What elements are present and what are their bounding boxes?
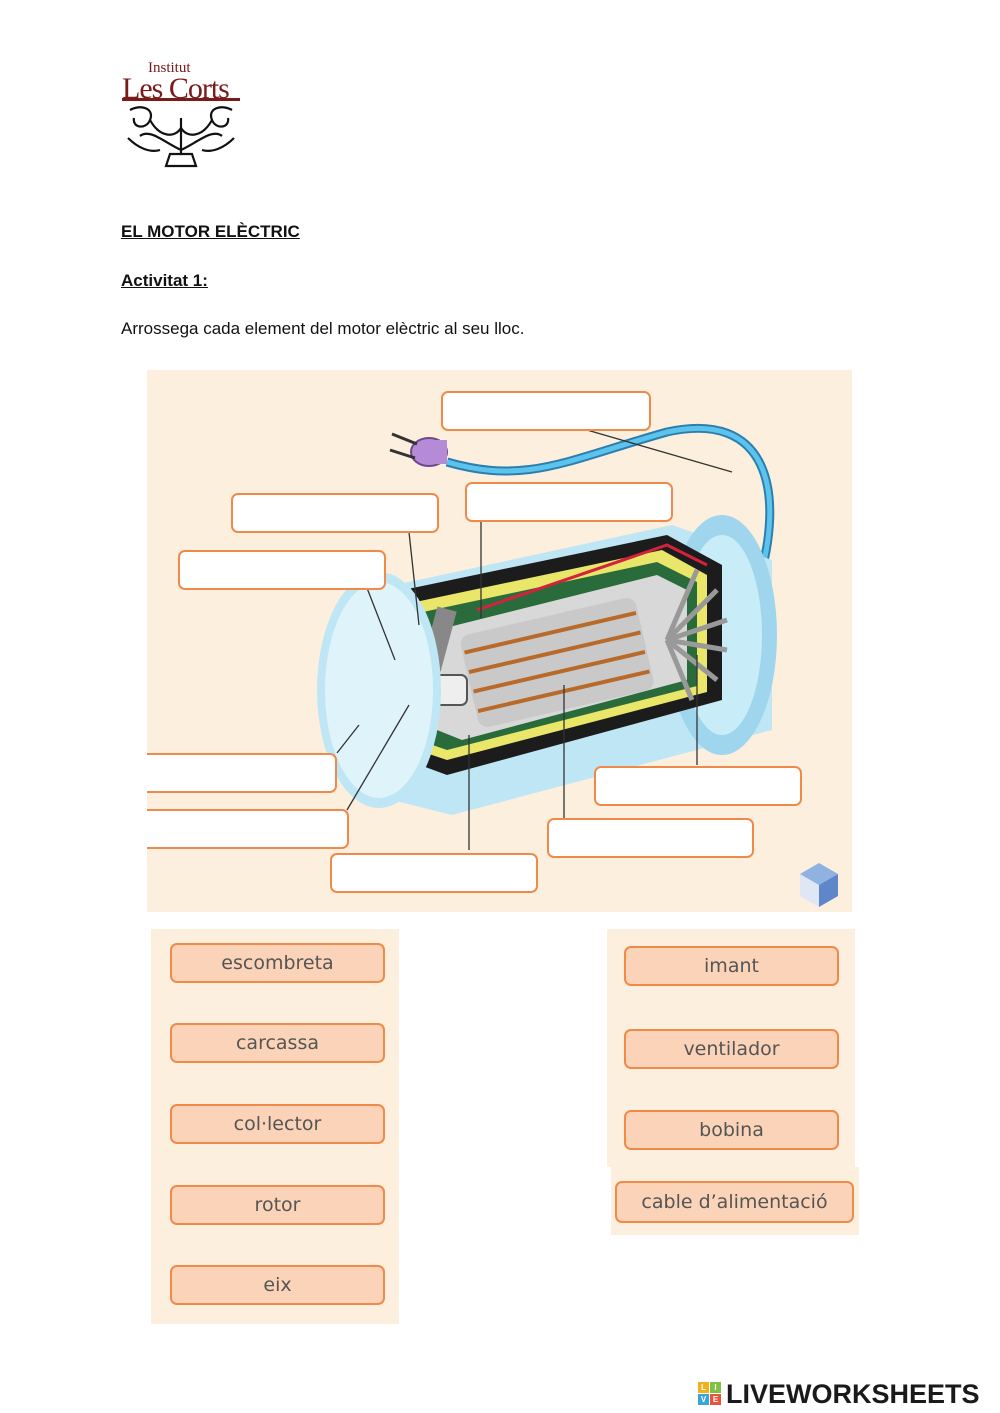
chip-carcassa[interactable]: carcassa bbox=[170, 1023, 385, 1063]
chip-cable-alimentacio[interactable]: cable d’alimentació bbox=[615, 1181, 854, 1223]
mark-letter: E bbox=[710, 1394, 721, 1405]
drop-target-collector[interactable] bbox=[330, 853, 538, 893]
chip-eix[interactable]: eix bbox=[170, 1265, 385, 1305]
liveworksheets-brand: L I V E LIVEWORKSHEETS bbox=[698, 1378, 980, 1410]
mark-letter: I bbox=[710, 1382, 721, 1393]
word-bank-right: imant ventilador bobina bbox=[607, 929, 855, 1167]
drop-target-eix[interactable] bbox=[147, 809, 349, 849]
logo-line-1: Institut bbox=[148, 60, 191, 76]
brand-text: LIVEWORKSHEETS bbox=[726, 1378, 980, 1409]
drop-target-cable[interactable] bbox=[441, 391, 651, 431]
chip-imant[interactable]: imant bbox=[624, 946, 839, 986]
logo-ornament-icon bbox=[122, 98, 240, 168]
drop-target-tapa[interactable] bbox=[147, 753, 337, 793]
liveworksheets-logo-icon: L I V E bbox=[698, 1382, 722, 1406]
mark-letter: V bbox=[698, 1394, 709, 1405]
word-bank-left: escombreta carcassa col·lector rotor eix bbox=[151, 929, 399, 1324]
drop-target-ventilador[interactable] bbox=[594, 766, 802, 806]
drop-target-escombreta[interactable] bbox=[231, 493, 439, 533]
school-logo: Institut Les Corts bbox=[120, 58, 245, 173]
chip-rotor[interactable]: rotor bbox=[170, 1185, 385, 1225]
motor-diagram bbox=[147, 370, 852, 912]
drop-target-carcassa[interactable] bbox=[178, 550, 386, 590]
chip-collector[interactable]: col·lector bbox=[170, 1104, 385, 1144]
drop-target-rotor[interactable] bbox=[547, 818, 754, 858]
chip-ventilador[interactable]: ventilador bbox=[624, 1029, 839, 1069]
motor-illustration bbox=[317, 423, 838, 907]
mark-letter: L bbox=[698, 1382, 709, 1393]
drop-target-bobina[interactable] bbox=[465, 482, 673, 522]
cube-logo-icon bbox=[800, 863, 838, 907]
logo-line-2: Les Corts bbox=[122, 72, 230, 105]
chip-bobina[interactable]: bobina bbox=[624, 1110, 839, 1150]
instruction-text: Arrossega cada element del motor elèctri… bbox=[121, 319, 525, 338]
chip-escombreta[interactable]: escombreta bbox=[170, 943, 385, 983]
word-bank-cable: cable d’alimentació bbox=[611, 1167, 859, 1235]
activity-heading: Activitat 1: bbox=[121, 271, 208, 290]
page-title: EL MOTOR ELÈCTRIC bbox=[121, 222, 300, 241]
